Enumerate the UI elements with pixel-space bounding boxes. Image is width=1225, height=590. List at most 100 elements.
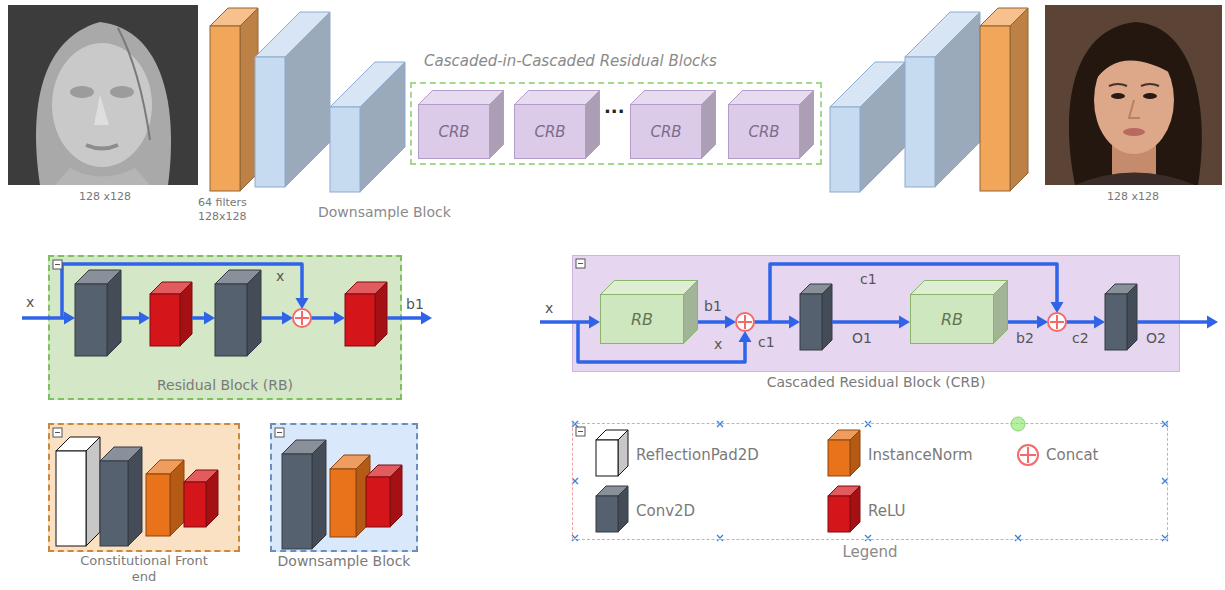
arrow-head	[739, 331, 752, 342]
block-side	[206, 470, 218, 527]
block-side	[1010, 8, 1028, 191]
feature-slab	[905, 12, 980, 187]
arrow-line	[121, 316, 141, 320]
fringe-shape	[1094, 36, 1176, 82]
diagram-label: b1	[406, 296, 424, 314]
block-front	[980, 26, 1010, 191]
block-face: CRB	[514, 104, 586, 159]
block-side	[618, 430, 628, 476]
arrow-line	[192, 316, 206, 320]
legend-text: Concat	[1046, 446, 1098, 464]
block-top	[601, 281, 698, 295]
graphic-shape	[55, 432, 60, 433]
relu-block	[184, 470, 218, 527]
collapse-icon	[53, 428, 62, 437]
lips-shape	[1123, 128, 1145, 136]
diagram-label: 64 filters 128x128	[198, 196, 268, 224]
hair-strand	[118, 28, 150, 140]
graphic-shape	[295, 311, 309, 325]
block-side	[312, 440, 326, 549]
block-top	[419, 91, 504, 105]
graphic-shape	[576, 259, 585, 268]
block-front	[210, 26, 240, 191]
feature-slab	[255, 12, 330, 187]
block-side	[800, 91, 814, 159]
block-side	[586, 91, 600, 159]
flow-arrow	[22, 312, 75, 325]
arrow-line	[540, 320, 591, 324]
arrow-line	[22, 316, 66, 320]
block-face: RB	[600, 294, 684, 344]
graphic-shape	[277, 432, 282, 433]
group-title: Cascaded Residual Block (CRB)	[767, 374, 986, 391]
conv-block	[215, 270, 261, 356]
block-shape	[729, 91, 814, 159]
block-front	[828, 440, 850, 476]
conv-block	[100, 447, 142, 546]
legend-swatch	[826, 428, 866, 478]
block-front	[905, 57, 935, 187]
reflection-pad-block	[56, 437, 100, 546]
diagram-label: 128 x128	[1107, 190, 1159, 204]
arrow-line	[832, 320, 901, 324]
legend-text: ReflectionPad2D	[636, 446, 759, 464]
hair-shape	[1069, 22, 1202, 185]
instance-norm-block	[146, 460, 184, 536]
block-side	[994, 281, 1008, 344]
block-side	[375, 282, 387, 346]
block-top	[184, 470, 218, 482]
flow-arrow	[121, 312, 150, 325]
block-shape	[515, 91, 600, 159]
block-node: CRB	[514, 90, 600, 159]
head-shape	[36, 22, 171, 185]
diagram-label: c1	[860, 271, 877, 289]
concat-symbol	[293, 309, 311, 327]
block-top	[345, 282, 387, 294]
block-node: CRB	[418, 90, 504, 159]
flow-arrow	[698, 316, 736, 329]
group-box: Residual Block (RB)	[48, 255, 402, 400]
block-top	[282, 440, 326, 454]
diagram-label: ...	[604, 96, 625, 119]
graphic-shape	[1018, 445, 1038, 465]
relu-block	[345, 282, 387, 346]
graphic-shape	[293, 309, 311, 327]
diagram-label: O2	[1146, 330, 1166, 348]
nose-shape	[94, 95, 109, 125]
graphic-shape	[1048, 313, 1066, 331]
shirt-shape	[1075, 173, 1195, 186]
graphic-shape	[275, 428, 284, 437]
block-front	[828, 496, 850, 532]
flow-arrow	[832, 316, 910, 329]
block-front	[330, 469, 356, 537]
group-title: Downsample Block	[278, 553, 411, 570]
flow-arrow	[1137, 316, 1218, 329]
diagram-label: x	[276, 268, 284, 286]
neck-shape	[55, 168, 150, 185]
block-front	[419, 105, 490, 159]
eye-shape	[70, 86, 94, 98]
legend-block	[596, 430, 628, 476]
arrow-head	[1207, 316, 1218, 329]
block-front	[515, 105, 586, 159]
block-front	[184, 482, 206, 527]
block-side	[860, 62, 905, 192]
face-shape	[52, 43, 152, 167]
flow-arrow	[311, 312, 345, 325]
block-node: RB	[910, 280, 1008, 344]
block-front	[601, 295, 684, 344]
swatch-drawing	[594, 484, 634, 534]
diagram-label: Legend	[842, 543, 897, 562]
block-top	[1105, 284, 1137, 294]
arrow-head	[725, 316, 736, 329]
conv-block	[800, 284, 832, 350]
arrow-head	[204, 312, 215, 325]
block-shape	[419, 91, 504, 159]
swatch-drawing	[826, 428, 866, 478]
graphic-shape	[53, 428, 62, 437]
collapse-icon	[53, 260, 62, 269]
collapse-icon	[578, 431, 583, 432]
block-top	[631, 91, 716, 105]
block-front	[911, 295, 994, 344]
relu-block	[366, 465, 402, 527]
